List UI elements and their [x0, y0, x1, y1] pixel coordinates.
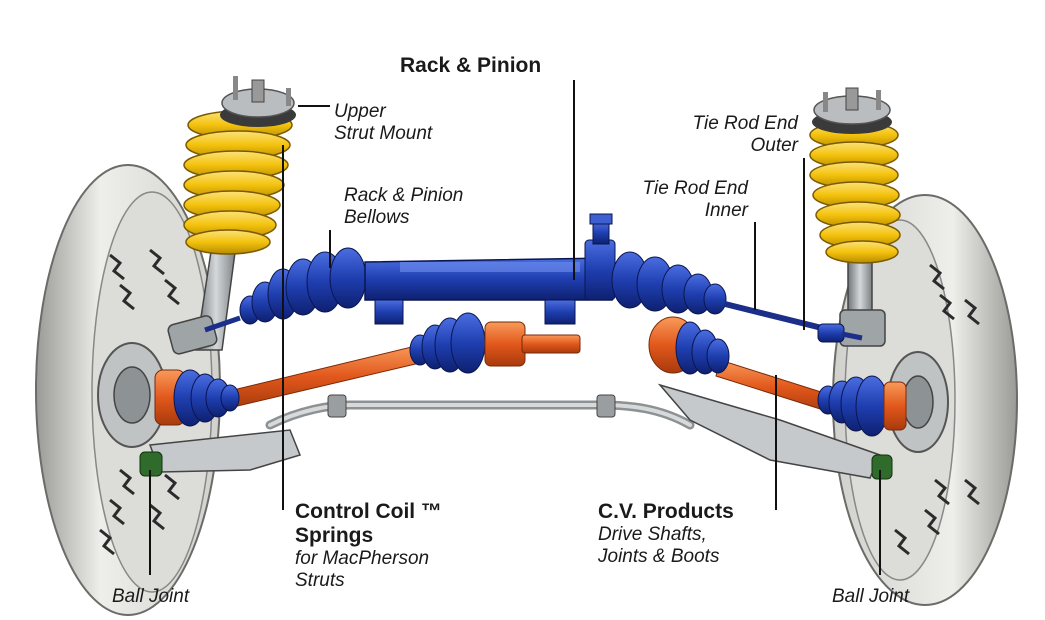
left-outer-cv-boot — [173, 369, 240, 427]
tie-rod-inner-line2: Inner — [704, 200, 748, 221]
control-coil-sub2: Struts — [295, 570, 345, 591]
label-upper-strut-mount: Upper Strut Mount — [334, 101, 432, 145]
control-coil-title: Control Coil ™ — [295, 500, 442, 523]
right-upper-strut-mount — [812, 87, 892, 134]
cv-products-title: C.V. Products — [598, 500, 734, 523]
label-control-coil: Control Coil ™ Springs for MacPherson St… — [295, 500, 442, 592]
ball-joint-right-text: Ball Joint — [832, 586, 910, 607]
left-coil-spring — [183, 110, 293, 255]
left-cv-axle — [154, 312, 581, 427]
cv-products-sub1: Drive Shafts, — [598, 524, 707, 545]
control-coil-title2: Springs — [295, 524, 374, 547]
right-rack-bellows — [611, 251, 727, 315]
right-coil-spring — [809, 121, 901, 264]
bellows-line2: Bellows — [344, 207, 410, 228]
tie-rod-inner-line1: Tie Rod End — [642, 178, 748, 199]
left-strut-assembly — [167, 76, 296, 355]
right-ball-joint — [871, 454, 893, 480]
label-cv-products: C.V. Products Drive Shafts, Joints & Boo… — [598, 500, 734, 568]
left-tread-pattern — [99, 248, 180, 556]
label-tie-rod-end-inner: Tie Rod End Inner — [618, 178, 748, 222]
rack-pinion-title: Rack & Pinion — [400, 54, 542, 77]
bellows-line1: Rack & Pinion — [344, 185, 464, 206]
left-upper-strut-mount — [220, 76, 296, 127]
ball-joint-left-text: Ball Joint — [112, 586, 190, 607]
upper-strut-mount-line1: Upper — [334, 101, 386, 122]
right-inner-cv-boot — [675, 321, 730, 375]
lower-control-arms — [148, 383, 882, 479]
label-rack-pinion: Rack & Pinion — [400, 54, 541, 78]
label-ball-joint-right: Ball Joint — [832, 586, 909, 608]
leader-lines — [149, 80, 881, 575]
upper-strut-mount-line2: Strut Mount — [334, 123, 433, 144]
right-cv-axle — [648, 316, 907, 437]
tie-rod-outer-line1: Tie Rod End — [692, 113, 798, 134]
right-outer-cv-boot — [817, 375, 889, 437]
tie-rod-outer-line2: Outer — [750, 135, 798, 156]
left-inner-cv-boot — [409, 312, 486, 374]
cv-products-sub2: Joints & Boots — [598, 546, 720, 567]
left-rack-bellows — [239, 247, 367, 325]
control-coil-sub1: for MacPherson — [295, 548, 430, 569]
label-rack-pinion-bellows: Rack & Pinion Bellows — [344, 185, 463, 229]
left-wheel — [35, 164, 221, 616]
label-tie-rod-end-outer: Tie Rod End Outer — [668, 113, 798, 157]
rack-and-pinion — [204, 213, 863, 343]
right-strut-assembly — [809, 87, 901, 347]
right-tread-pattern — [894, 263, 980, 556]
stabilizer-bar — [265, 394, 695, 430]
label-ball-joint-left: Ball Joint — [112, 586, 189, 608]
